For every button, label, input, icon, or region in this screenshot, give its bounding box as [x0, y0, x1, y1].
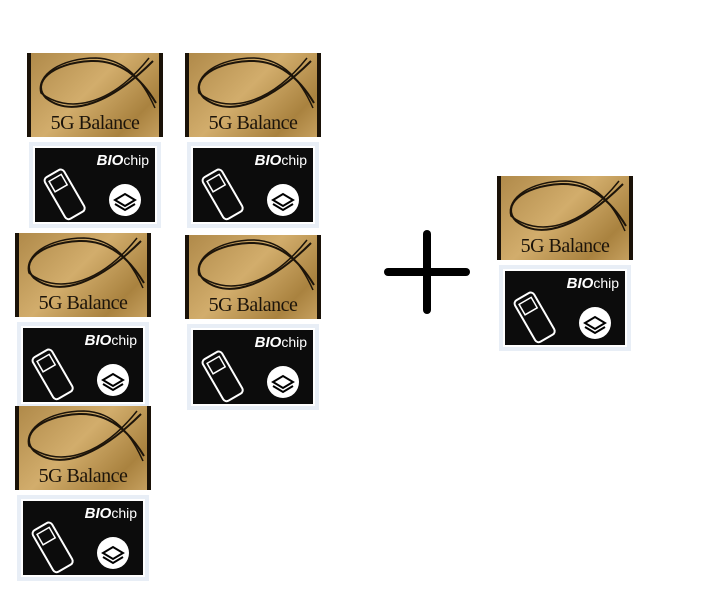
gold-label: 5G Balance: [38, 465, 128, 487]
biochip-sticker: BIOchip: [29, 142, 161, 228]
biochip-brand: BIOchip: [84, 332, 137, 349]
biochip-brand: BIOchip: [96, 152, 149, 169]
sticker-set: 5G Balance BIOchip: [15, 233, 151, 408]
phone-and-layers-icon: [31, 521, 129, 574]
phone-and-layers-icon: [43, 168, 141, 221]
biochip-brand: BIOchip: [566, 275, 619, 292]
phone-and-layers-icon: [513, 291, 611, 344]
biochip-sticker: BIOchip: [187, 142, 319, 228]
fish-logo-icon: [509, 180, 627, 232]
fish-logo-icon: [197, 57, 315, 109]
gold-balance-sticker: 5G Balance: [27, 53, 163, 137]
gold-label: 5G Balance: [208, 294, 298, 316]
sticker-set: 5G Balance BIOchip: [497, 176, 633, 351]
biochip-brand: BIOchip: [254, 334, 307, 351]
gold-balance-sticker: 5G Balance: [15, 406, 151, 490]
gold-label: 5G Balance: [520, 235, 610, 257]
sticker-set: 5G Balance BIOchip: [185, 53, 321, 228]
sticker-set: 5G Balance BIOchip: [185, 235, 321, 410]
biochip-sticker: BIOchip: [187, 324, 319, 410]
plus-icon: [384, 230, 470, 314]
gold-label: 5G Balance: [50, 112, 140, 134]
phone-and-layers-icon: [201, 350, 299, 403]
gold-balance-sticker: 5G Balance: [185, 235, 321, 319]
fish-logo-icon: [27, 237, 145, 289]
gold-label: 5G Balance: [208, 112, 298, 134]
fish-logo-icon: [39, 57, 157, 109]
gold-balance-sticker: 5G Balance: [15, 233, 151, 317]
gold-balance-sticker: 5G Balance: [497, 176, 633, 260]
fish-logo-icon: [197, 239, 315, 291]
gold-label: 5G Balance: [38, 292, 128, 314]
sticker-set: 5G Balance BIOchip: [15, 406, 151, 581]
biochip-brand: BIOchip: [254, 152, 307, 169]
biochip-sticker: BIOchip: [499, 265, 631, 351]
biochip-sticker: BIOchip: [17, 495, 149, 581]
biochip-sticker: BIOchip: [17, 322, 149, 408]
sticker-set: 5G Balance BIOchip: [27, 53, 163, 228]
fish-logo-icon: [27, 410, 145, 462]
phone-and-layers-icon: [201, 168, 299, 221]
gold-balance-sticker: 5G Balance: [185, 53, 321, 137]
phone-and-layers-icon: [31, 348, 129, 401]
biochip-brand: BIOchip: [84, 505, 137, 522]
